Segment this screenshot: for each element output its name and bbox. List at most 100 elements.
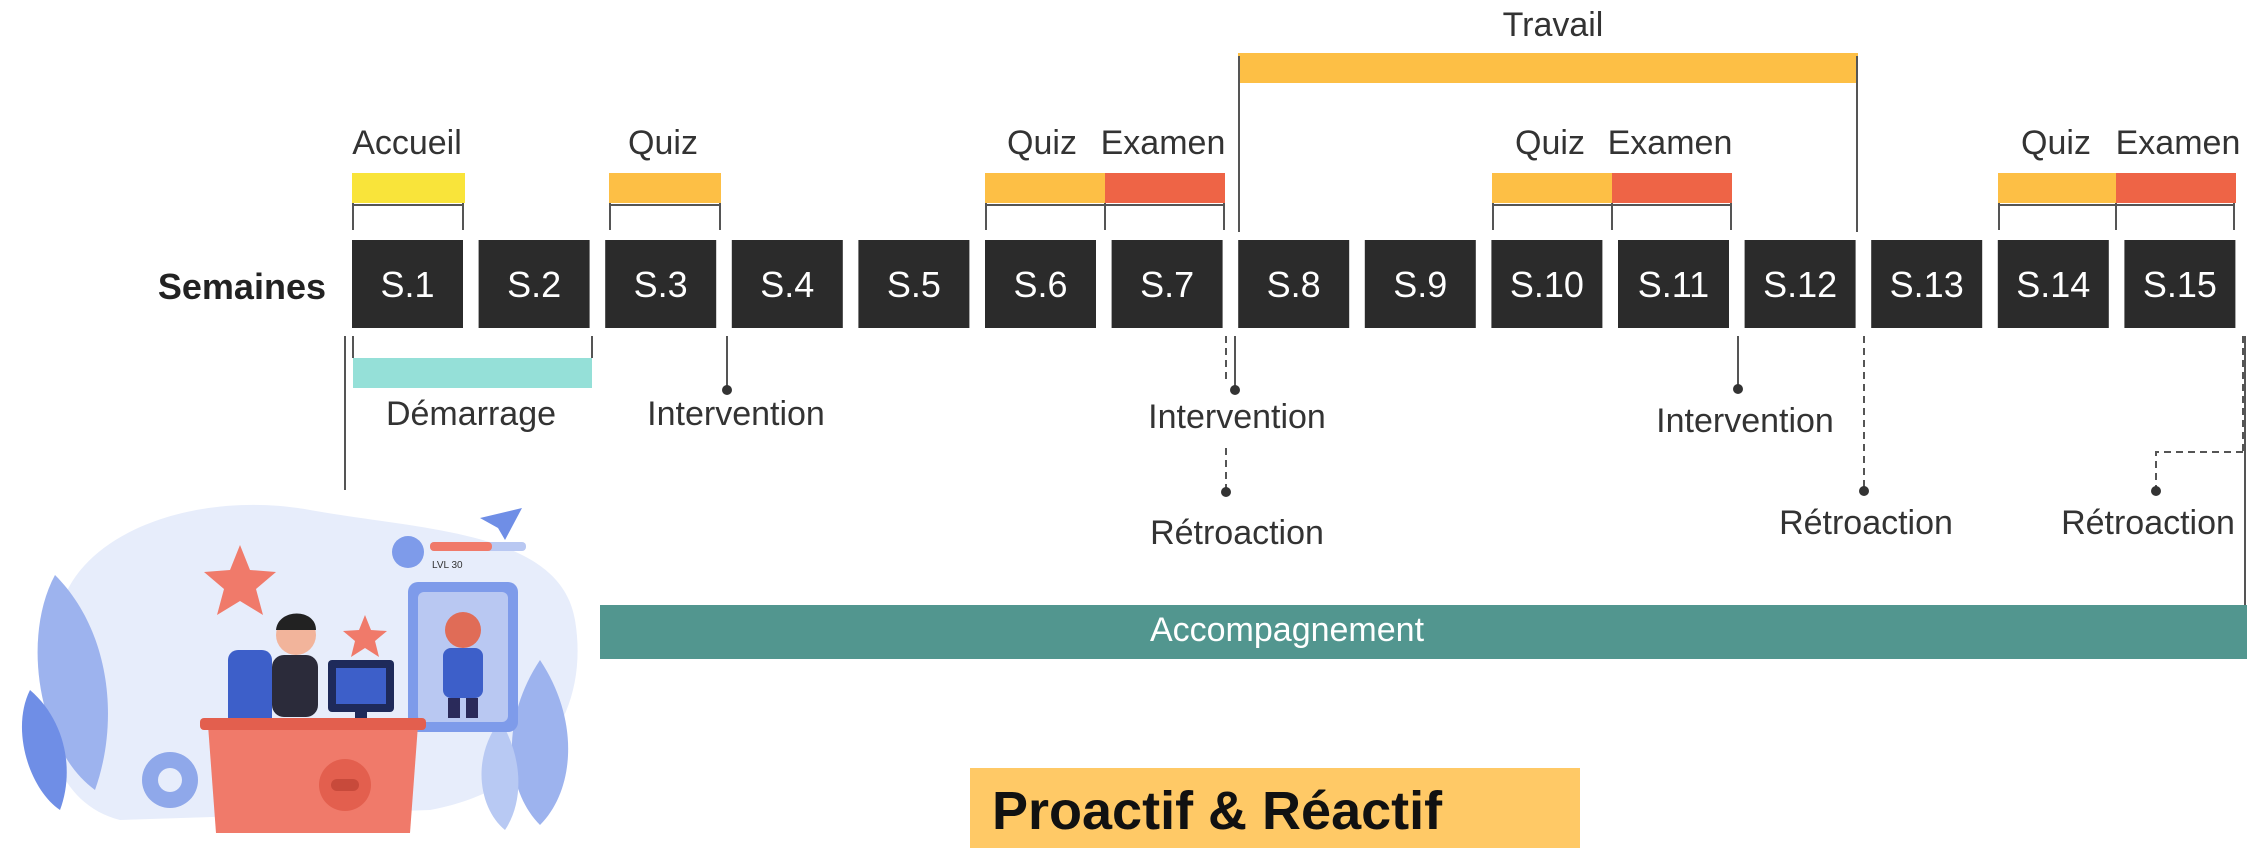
quiz-bar-s14 bbox=[1998, 173, 2116, 203]
week-box: S.10 bbox=[1491, 240, 1603, 328]
retroaction-s12: Rétroaction bbox=[1779, 336, 1953, 542]
week-label: S.9 bbox=[1393, 264, 1447, 305]
week-label: S.6 bbox=[1013, 264, 1067, 305]
gamer-illustration: LVL 30 bbox=[21, 504, 578, 833]
tagline: Proactif & Réactif bbox=[992, 781, 1443, 841]
retroaction-label-s12: Rétroaction bbox=[1779, 504, 1953, 542]
week-box: S.7 bbox=[1111, 240, 1223, 328]
star-icon bbox=[204, 545, 276, 615]
intervention-label-s7: Intervention bbox=[1148, 398, 1326, 436]
intervention-s4: Intervention bbox=[647, 336, 825, 433]
quiz-s3-marker: Quiz bbox=[609, 124, 721, 230]
demarrage-bar bbox=[353, 358, 592, 388]
week-box-bg bbox=[985, 240, 1096, 328]
level-bar-fill bbox=[430, 542, 492, 551]
examen-bar-s11 bbox=[1612, 173, 1732, 203]
week-box: S.3 bbox=[605, 240, 717, 328]
week-box: S.11 bbox=[1618, 240, 1729, 328]
quiz-examen-s10-s11: Quiz Examen bbox=[1492, 124, 1732, 230]
right-leaf-small bbox=[481, 720, 519, 830]
week-label: S.7 bbox=[1140, 264, 1194, 305]
week-label: S.5 bbox=[887, 264, 941, 305]
right-leaf bbox=[511, 660, 569, 825]
travail-bar bbox=[1238, 53, 1858, 83]
week-label: S.1 bbox=[380, 264, 434, 305]
week-box-bg bbox=[352, 240, 463, 328]
week-label: S.12 bbox=[1763, 264, 1837, 305]
retroaction-label-s7: Rétroaction bbox=[1150, 514, 1324, 552]
week-box-bg bbox=[605, 240, 717, 328]
week-label: S.14 bbox=[2016, 264, 2090, 305]
intervention-label-s4: Intervention bbox=[647, 395, 825, 433]
week-box: S.8 bbox=[1238, 240, 1350, 328]
week-label: S.3 bbox=[634, 264, 688, 305]
quiz-label-s3: Quiz bbox=[628, 124, 698, 162]
week-box: S.9 bbox=[1364, 240, 1476, 328]
examen-label-s7: Examen bbox=[1101, 124, 1226, 162]
travail-label: Travail bbox=[1503, 6, 1604, 44]
desk bbox=[208, 725, 418, 833]
travail-bracket: Travail bbox=[1238, 6, 1858, 232]
quiz-bar-s10 bbox=[1492, 173, 1612, 203]
left-leaf-small bbox=[21, 690, 67, 810]
week-box-bg bbox=[1871, 240, 1983, 328]
star-small-icon bbox=[343, 615, 387, 657]
quiz-bar-s6 bbox=[985, 173, 1105, 203]
week-label: S.15 bbox=[2143, 264, 2217, 305]
week-label: S.11 bbox=[1638, 264, 1709, 305]
intervention-s11: Intervention bbox=[1656, 336, 1834, 440]
week-box-bg bbox=[478, 240, 590, 328]
week-label: S.2 bbox=[507, 264, 561, 305]
quiz-examen-s14-s15: Quiz Examen bbox=[1998, 124, 2240, 230]
week-box-bg bbox=[1111, 240, 1223, 328]
examen-label-s11: Examen bbox=[1608, 124, 1733, 162]
accompagnement-label: Accompagnement bbox=[1150, 611, 1425, 649]
week-box-bg bbox=[1364, 240, 1476, 328]
week-label: S.10 bbox=[1510, 264, 1584, 305]
intervention-label-s11: Intervention bbox=[1656, 402, 1834, 440]
paper-plane-icon bbox=[480, 508, 522, 540]
level-text: LVL 30 bbox=[432, 560, 463, 571]
week-box-bg bbox=[1238, 240, 1350, 328]
weeks-row: S.1 S.2 S.3 S.4 S.5 S.6 S.7 S.8 S.9 S.10 S.11 S.12 S… bbox=[352, 240, 2236, 328]
week-box-bg bbox=[2124, 240, 2236, 328]
accueil-label: Accueil bbox=[352, 124, 462, 162]
retroaction-label-s15: Rétroaction bbox=[2061, 504, 2235, 542]
examen-bar-s15 bbox=[2116, 173, 2236, 203]
week-box-bg bbox=[1491, 240, 1603, 328]
week-box-bg bbox=[1997, 240, 2109, 328]
accompagnement-marker: Accompagnement bbox=[600, 605, 2247, 659]
week-box: S.13 bbox=[1871, 240, 1983, 328]
week-label: S.13 bbox=[1890, 264, 1964, 305]
character-head bbox=[445, 612, 481, 648]
accueil-marker: Accueil bbox=[352, 124, 465, 230]
quiz-bar-s3 bbox=[609, 173, 721, 203]
avatar-icon bbox=[392, 536, 424, 568]
week-box-bg bbox=[1618, 240, 1729, 328]
week-label: S.8 bbox=[1267, 264, 1321, 305]
quiz-label-s6: Quiz bbox=[1007, 124, 1077, 162]
examen-bar-s7 bbox=[1105, 173, 1225, 203]
week-label: S.4 bbox=[760, 264, 814, 305]
week-box-bg bbox=[858, 240, 970, 328]
accompagnement-bar bbox=[600, 605, 2247, 659]
weeks-label: Semaines bbox=[158, 266, 326, 307]
week-box: S.6 bbox=[985, 240, 1096, 328]
week-box-bg bbox=[1744, 240, 1856, 328]
week-box-bg bbox=[731, 240, 843, 328]
week-box: S.15 bbox=[2124, 240, 2236, 328]
quiz-label-s10: Quiz bbox=[1515, 124, 1585, 162]
week-box: S.2 bbox=[478, 240, 590, 328]
demarrage-marker: Démarrage bbox=[344, 336, 593, 490]
demarrage-label: Démarrage bbox=[386, 395, 556, 433]
character-body bbox=[443, 648, 483, 698]
quiz-label-s14: Quiz bbox=[2021, 124, 2091, 162]
retroaction-s15: Rétroaction bbox=[2061, 336, 2246, 606]
accueil-bar bbox=[352, 173, 465, 203]
week-box: S.1 bbox=[352, 240, 463, 328]
week-box: S.4 bbox=[731, 240, 843, 328]
quiz-examen-s6-s7: Quiz Examen bbox=[985, 124, 1225, 230]
intervention-retroaction-s7: Intervention Rétroaction bbox=[1148, 336, 1326, 552]
week-box: S.5 bbox=[858, 240, 970, 328]
